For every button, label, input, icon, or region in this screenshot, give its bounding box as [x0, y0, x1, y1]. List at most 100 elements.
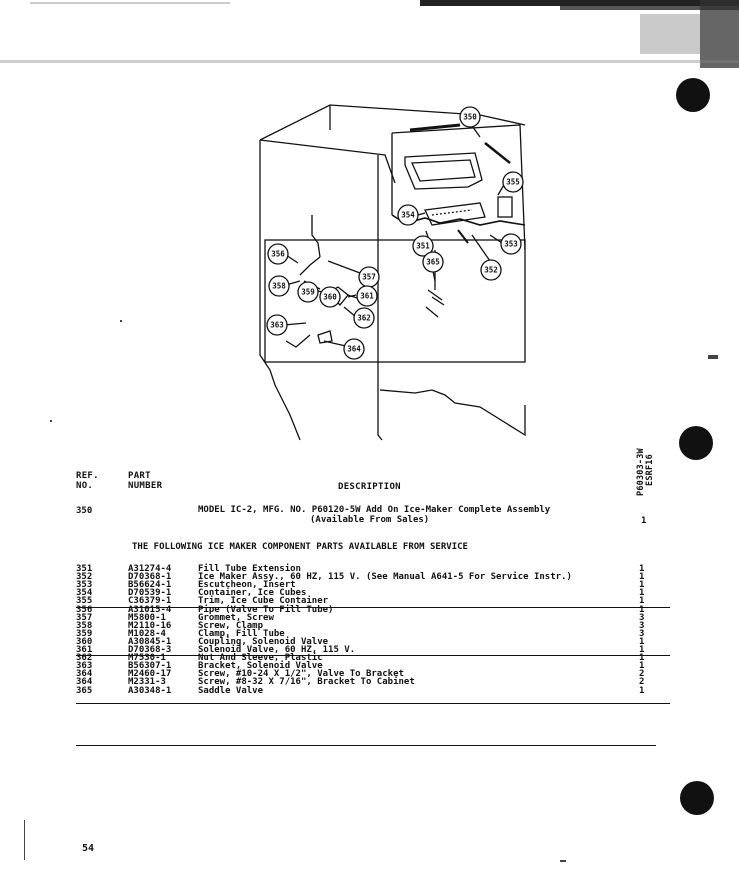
part-qty: 1 [639, 653, 645, 664]
callout-label: 354 [401, 211, 415, 220]
part-qty: 1 [639, 572, 645, 583]
part-number: M7530-1 [128, 653, 166, 664]
part-qty: 1 [639, 588, 645, 599]
page-number: 54 [82, 843, 95, 854]
part-description: Screw, Clamp [198, 620, 264, 631]
part-description: Ice Maker Assy., 60 HZ, 115 V. (See Manu… [198, 572, 572, 583]
part-qty: 2 [639, 677, 645, 688]
part-qty: 1 [639, 564, 645, 574]
service-parts-heading: THE FOLLOWING ICE MAKER COMPONENT PARTS … [132, 542, 468, 552]
table-rule [76, 745, 656, 746]
table-rule [76, 655, 670, 656]
part-number: C36379-1 [128, 596, 172, 607]
part-ref: 355 [76, 596, 93, 607]
part-ref: 362 [76, 653, 93, 664]
item-350-qty: 1 [641, 516, 647, 526]
part-qty: 1 [639, 596, 645, 607]
parts-row: 363 B56307-1 Bracket, Solenoid Valve 1 [74, 661, 650, 671]
callout-label: 359 [301, 288, 315, 297]
callout-label: 352 [484, 266, 498, 275]
part-description: Bracket, Solenoid Valve [198, 661, 323, 672]
part-description: Clamp, Fill Tube [198, 628, 285, 639]
callout-label: 356 [271, 250, 285, 259]
part-description: Fill Tube Extension [198, 564, 301, 574]
part-ref: 357 [76, 612, 93, 623]
part-qty: 3 [639, 620, 645, 631]
callout-label: 362 [357, 314, 371, 323]
part-number: D70368-3 [128, 645, 172, 655]
part-ref: 365 [76, 685, 93, 696]
part-qty: 1 [639, 661, 645, 672]
header-ref-no: REF. NO. [76, 471, 99, 491]
item-350-ref: 350 [76, 506, 93, 516]
table-rule [76, 703, 670, 704]
header-description: DESCRIPTION [338, 482, 401, 492]
scan-noise-band [0, 0, 739, 68]
part-number: A31274-4 [128, 564, 172, 574]
part-ref: 358 [76, 620, 93, 631]
scan-speck [120, 320, 122, 322]
callout-label: 353 [504, 240, 518, 249]
part-number: M2331-3 [128, 677, 166, 688]
scan-speck [560, 860, 566, 862]
part-number: B56307-1 [128, 661, 172, 672]
part-qty: 1 [639, 636, 645, 647]
item-350-desc-line2: (Available From Sales) [310, 515, 430, 525]
parts-row: 362 M7530-1 Nut And Sleeve, Plastic 1 [74, 653, 650, 663]
part-number: M1028-4 [128, 628, 166, 639]
callout-label: 364 [347, 345, 361, 354]
part-ref: 353 [76, 580, 93, 591]
binder-hole-bottom [680, 781, 714, 815]
part-number: M2460-17 [128, 669, 172, 680]
part-ref: 364 [76, 669, 93, 680]
part-description: Nut And Sleeve, Plastic [198, 653, 323, 664]
part-ref: 354 [76, 588, 93, 599]
callout-label: 350 [463, 113, 477, 122]
item-350-desc-line1: MODEL IC-2, MFG. NO. P60120-5W Add On Ic… [198, 505, 551, 515]
parts-row: 358 M2110-16 Screw, Clamp 3 [74, 621, 650, 631]
scan-speck [50, 420, 52, 422]
callout-label: 363 [270, 321, 284, 330]
parts-row: 359 M1028-4 Clamp, Fill Tube 3 [74, 629, 650, 639]
part-description: Solenoid Valve, 60 HZ, 115 V. [198, 645, 356, 655]
table-rule [76, 607, 670, 608]
part-description: Grommet, Screw [198, 612, 274, 623]
catalog-code: P60303-3W ESRF16 [634, 438, 655, 498]
callout-label: 361 [360, 292, 374, 301]
callout-label: 355 [506, 178, 520, 187]
part-description: Coupling, Solenoid Valve [198, 636, 329, 647]
callout-label: 357 [362, 273, 376, 282]
part-qty: 1 [639, 580, 645, 591]
callout-label: 358 [272, 282, 286, 291]
part-description: Saddle Valve [198, 685, 264, 696]
callout-label: 365 [426, 258, 440, 267]
part-number: B56624-1 [128, 580, 172, 591]
header-part-number: PART NUMBER [128, 471, 163, 491]
part-ref: 363 [76, 661, 93, 672]
scan-speck [24, 820, 25, 860]
part-qty: 3 [639, 628, 645, 639]
part-ref: 360 [76, 636, 93, 647]
part-number: M2110-16 [128, 620, 172, 631]
part-qty: 2 [639, 669, 645, 680]
callout-label: 351 [416, 242, 430, 251]
scan-speck [708, 355, 718, 359]
part-description: Container, Ice Cubes [198, 588, 307, 599]
part-ref: 359 [76, 628, 93, 639]
part-description: Screw, #10-24 X 1/2", Valve To Bracket [198, 669, 404, 680]
part-ref: 352 [76, 572, 93, 583]
part-ref: 364 [76, 677, 93, 688]
part-qty: 1 [639, 645, 645, 655]
part-description: Trim, Ice Cube Container [198, 596, 329, 607]
part-number: A31015-4 [128, 604, 172, 615]
part-number: A30348-1 [128, 685, 172, 696]
